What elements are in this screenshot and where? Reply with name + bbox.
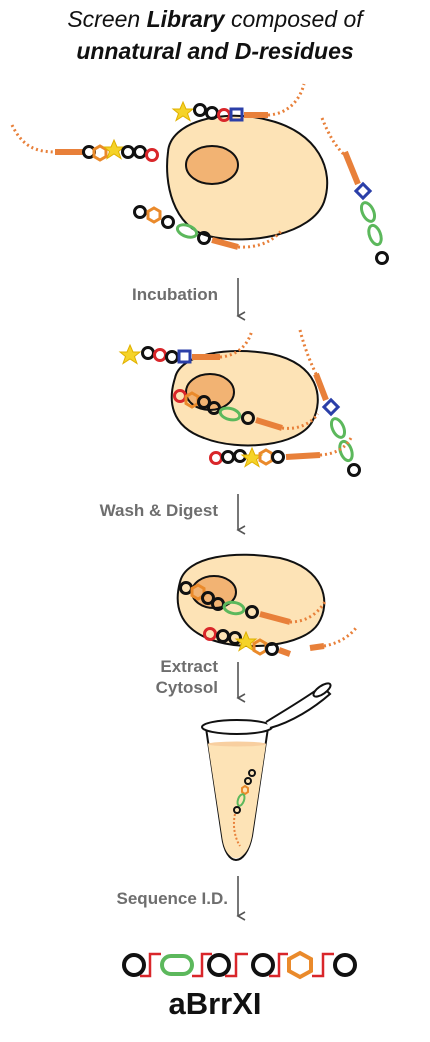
step-sequence-label: Sequence I.D. [20, 888, 228, 909]
peptide-left [12, 125, 158, 161]
identified-sequence [124, 953, 355, 977]
tube-rim [202, 720, 272, 734]
step-extract-label: Extract Cytosol [60, 656, 218, 698]
microcentrifuge-tube [202, 681, 332, 860]
cell-1 [167, 116, 327, 240]
peptide-right [322, 118, 388, 264]
result-name: aBrrXI [0, 986, 430, 1022]
digested-fragment [310, 628, 356, 648]
step-extract-line2: Cytosol [60, 677, 218, 698]
step-extract-line1: Extract [60, 656, 218, 677]
cell-3 [178, 555, 325, 646]
step-incubation-label: Incubation [60, 284, 218, 305]
step-wash-label: Wash & Digest [20, 500, 218, 521]
cell-2 [172, 351, 318, 445]
nucleus-1 [186, 146, 238, 184]
